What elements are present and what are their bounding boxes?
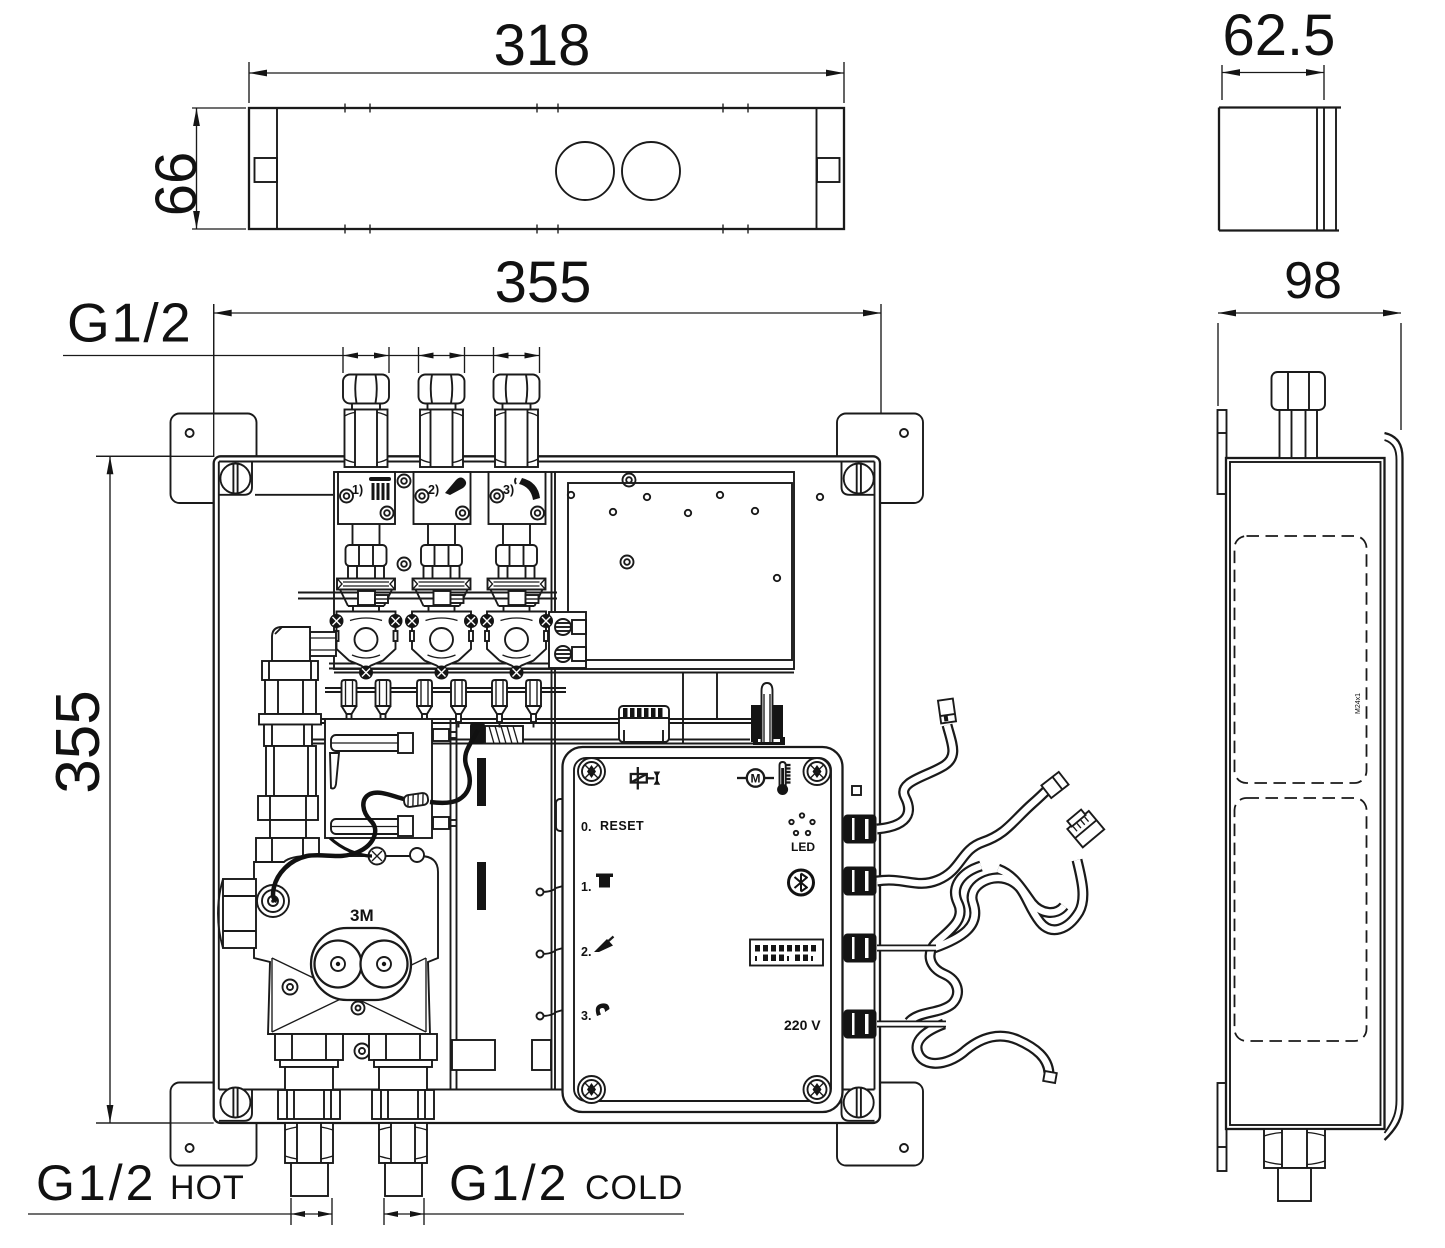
- svg-text:2.: 2.: [581, 945, 591, 959]
- svg-text:98: 98: [1284, 252, 1342, 310]
- svg-text:355: 355: [495, 250, 592, 315]
- svg-text:RESET: RESET: [600, 819, 644, 833]
- svg-text:HOT: HOT: [170, 1169, 245, 1207]
- svg-text:3): 3): [503, 483, 514, 497]
- svg-text:COLD: COLD: [585, 1169, 683, 1207]
- svg-text:G1/2: G1/2: [67, 292, 192, 354]
- svg-text:220 V: 220 V: [784, 1017, 821, 1033]
- svg-text:3.: 3.: [581, 1009, 591, 1023]
- svg-text:M24x1: M24x1: [1355, 693, 1362, 714]
- svg-text:318: 318: [494, 13, 591, 78]
- svg-text:355: 355: [44, 690, 113, 793]
- svg-text:2): 2): [428, 483, 439, 497]
- svg-text:1.: 1.: [581, 880, 591, 894]
- svg-text:3M: 3M: [350, 906, 374, 925]
- svg-text:G1/2: G1/2: [449, 1155, 569, 1211]
- svg-text:62.5: 62.5: [1223, 3, 1336, 68]
- svg-text:66: 66: [144, 152, 209, 217]
- svg-text:G1/2: G1/2: [36, 1155, 156, 1211]
- svg-text:0.: 0.: [581, 820, 591, 834]
- svg-text:LED: LED: [791, 840, 815, 854]
- svg-text:1): 1): [352, 483, 363, 497]
- svg-text:M: M: [751, 772, 761, 786]
